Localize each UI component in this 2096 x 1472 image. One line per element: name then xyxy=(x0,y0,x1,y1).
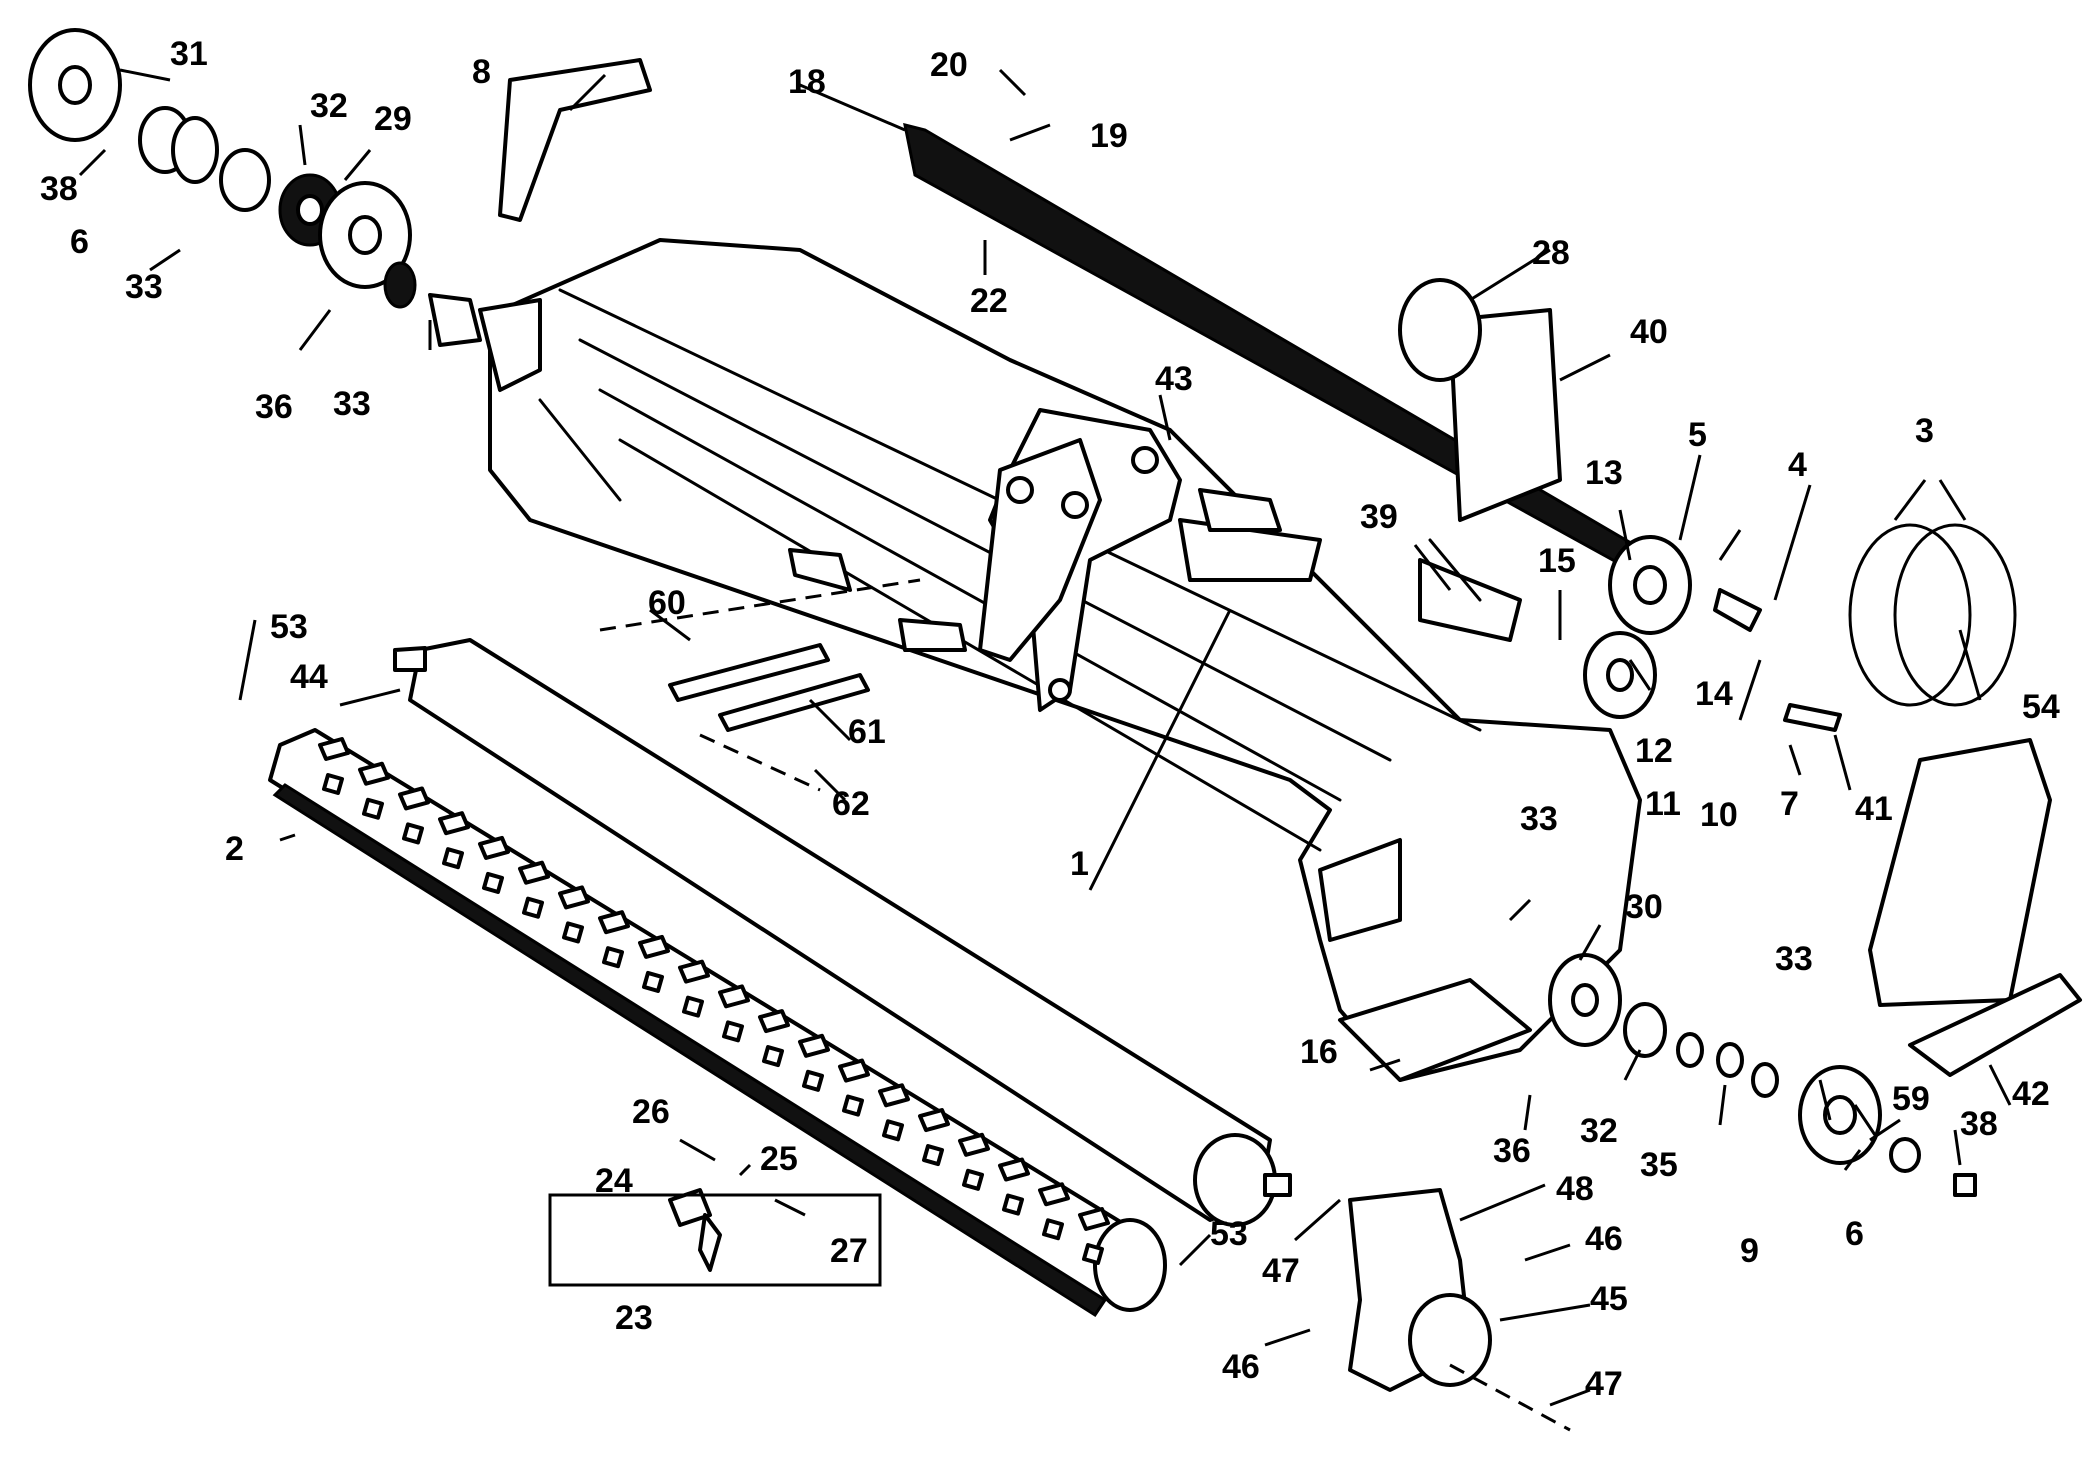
label-part-41: 41 xyxy=(1855,790,1893,828)
label-part-13: 13 xyxy=(1585,454,1623,492)
label-part-33d: 33 xyxy=(1775,940,1813,978)
label-part-44: 44 xyxy=(290,658,328,696)
flail-blade xyxy=(318,737,350,795)
flail-blade xyxy=(398,786,430,845)
label-part-48: 48 xyxy=(1556,1170,1594,1208)
label-part-33c: 33 xyxy=(1520,800,1558,838)
label-part-15: 15 xyxy=(1538,542,1576,580)
label-part-53a: 53 xyxy=(270,608,308,646)
label-part-24: 24 xyxy=(595,1162,633,1200)
label-part-5: 5 xyxy=(1688,416,1707,454)
right-side-parts xyxy=(1348,278,2082,1392)
flail-blade xyxy=(438,811,470,870)
label-part-14: 14 xyxy=(1695,675,1733,713)
rear-roller xyxy=(393,638,1292,1227)
flail-blade xyxy=(838,1058,870,1117)
label-part-33b: 33 xyxy=(333,385,371,423)
label-part-22: 22 xyxy=(970,282,1008,320)
label-part-7: 7 xyxy=(1780,785,1799,823)
flail-blade xyxy=(1038,1182,1070,1241)
label-part-47b: 47 xyxy=(1585,1365,1623,1403)
flail-blade xyxy=(998,1157,1030,1216)
label-part-8: 8 xyxy=(472,53,491,91)
label-part-20: 20 xyxy=(930,46,968,84)
label-part-60: 60 xyxy=(648,584,686,622)
label-part-16: 16 xyxy=(1300,1033,1338,1071)
label-part-45: 45 xyxy=(1590,1280,1628,1318)
label-part-42: 42 xyxy=(2012,1075,2050,1113)
leader-lines xyxy=(78,68,2012,1407)
label-part-38b: 38 xyxy=(1960,1105,1998,1143)
flail-blade xyxy=(758,1009,790,1068)
flail-blade xyxy=(958,1132,990,1191)
label-part-32a: 32 xyxy=(310,87,348,125)
label-part-39: 39 xyxy=(1360,498,1398,536)
label-part-46a: 46 xyxy=(1585,1220,1623,1258)
label-part-10: 10 xyxy=(1700,796,1738,834)
flail-blade xyxy=(558,885,590,944)
flail-blade xyxy=(718,984,750,1043)
flail-blade xyxy=(798,1033,830,1092)
flail-blade xyxy=(638,934,670,993)
label-part-6b: 6 xyxy=(1845,1215,1864,1253)
flail-blade xyxy=(478,835,510,894)
label-part-1: 1 xyxy=(1070,845,1089,883)
label-part-29: 29 xyxy=(374,100,412,138)
flail-blade xyxy=(878,1083,910,1142)
label-part-43: 43 xyxy=(1155,360,1193,398)
label-part-59: 59 xyxy=(1892,1080,1930,1118)
label-part-4: 4 xyxy=(1788,446,1807,484)
label-part-36b: 36 xyxy=(1493,1132,1531,1170)
flail-blade xyxy=(518,860,550,919)
label-part-53b: 53 xyxy=(1210,1215,1248,1253)
small-parts xyxy=(498,58,1842,1432)
flail-blade xyxy=(918,1108,950,1167)
label-part-54: 54 xyxy=(2022,688,2060,726)
label-part-32b: 32 xyxy=(1580,1112,1618,1150)
flail-blade xyxy=(358,761,390,820)
label-part-61: 61 xyxy=(848,713,886,751)
label-part-38a: 38 xyxy=(40,170,78,208)
label-part-25: 25 xyxy=(760,1140,798,1178)
left-bearing-stack xyxy=(28,28,482,347)
flail-rotor xyxy=(268,728,1167,1318)
label-part-19: 19 xyxy=(1090,117,1128,155)
label-part-18: 18 xyxy=(788,63,826,101)
label-part-33a: 33 xyxy=(125,268,163,306)
label-part-27: 27 xyxy=(830,1232,868,1270)
part-labels: 1 2 3 4 5 6 6 7 8 9 10 11 12 13 14 15 16… xyxy=(40,35,2060,1403)
label-part-28: 28 xyxy=(1532,234,1570,272)
label-part-62: 62 xyxy=(832,785,870,823)
label-part-2: 2 xyxy=(225,830,244,868)
flail-blade xyxy=(1078,1207,1110,1265)
label-part-35: 35 xyxy=(1640,1146,1678,1184)
label-part-31: 31 xyxy=(170,35,208,73)
label-part-3: 3 xyxy=(1915,412,1934,450)
label-part-46b: 46 xyxy=(1222,1348,1260,1386)
label-part-36a: 36 xyxy=(255,388,293,426)
label-part-40: 40 xyxy=(1630,313,1668,351)
label-part-30: 30 xyxy=(1625,888,1663,926)
label-part-12: 12 xyxy=(1635,732,1673,770)
flail-blade xyxy=(598,910,630,969)
hitch-a-frame xyxy=(788,408,1322,712)
label-part-23: 23 xyxy=(615,1299,653,1337)
label-part-9: 9 xyxy=(1740,1232,1759,1270)
label-part-26: 26 xyxy=(632,1093,670,1131)
label-part-11: 11 xyxy=(1645,785,1681,823)
label-part-47a: 47 xyxy=(1262,1252,1300,1290)
flail-blade xyxy=(678,959,710,1018)
label-part-6a: 6 xyxy=(70,223,89,261)
